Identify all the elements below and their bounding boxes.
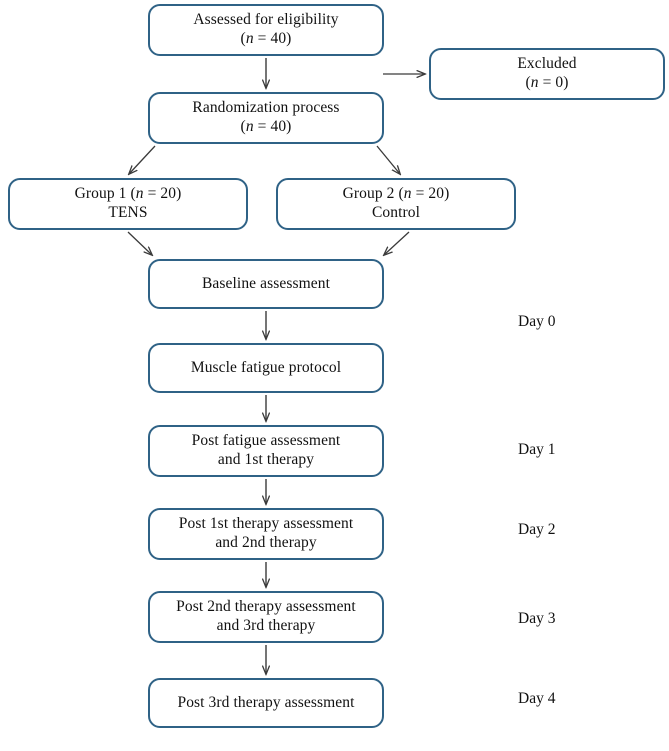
edge-group1-to-baseline <box>127 231 152 255</box>
node-group-1-tens[interactable]: Group 1 (n = 20) TENS <box>8 178 248 230</box>
node-line-1: Post fatigue assessment <box>191 432 341 450</box>
node-baseline-assessment[interactable]: Baseline assessment <box>148 259 384 309</box>
node-line-2: Control <box>371 204 421 221</box>
node-line-1: Group 1 (n = 20) <box>74 185 182 203</box>
node-line-2: and 2nd therapy <box>215 534 317 551</box>
node-line-2: and 3rd therapy <box>216 617 316 634</box>
node-line-2: (n = 40) <box>240 118 292 135</box>
day-label-2: Day 2 <box>518 521 556 538</box>
node-assessed-for-eligibility[interactable]: Assessed for eligibility (n = 40) <box>148 4 384 56</box>
node-line-1: Muscle fatigue protocol <box>190 358 342 376</box>
node-line-1: Assessed for eligibility <box>193 11 339 29</box>
edge-group2-to-baseline <box>384 231 410 255</box>
day-label-1: Day 1 <box>518 441 556 458</box>
day-label-0: Day 0 <box>518 313 556 330</box>
node-line-1: Post 2nd therapy assessment <box>176 598 356 616</box>
node-line-1: Post 1st therapy assessment <box>178 515 354 533</box>
edge-randomization-to-group2 <box>376 145 400 174</box>
node-line-2: (n = 0) <box>525 74 569 91</box>
node-line-1: Randomization process <box>192 99 340 117</box>
day-label-4: Day 4 <box>518 690 556 707</box>
node-excluded[interactable]: Excluded (n = 0) <box>429 48 665 100</box>
node-line-2: (n = 40) <box>240 30 292 47</box>
node-post-3rd-therapy-assessment[interactable]: Post 3rd therapy assessment <box>148 678 384 728</box>
node-line-1: Group 2 (n = 20) <box>342 185 450 203</box>
node-post-2nd-therapy-assessment[interactable]: Post 2nd therapy assessment and 3rd ther… <box>148 591 384 643</box>
node-line-1: Baseline assessment <box>201 274 331 292</box>
node-muscle-fatigue-protocol[interactable]: Muscle fatigue protocol <box>148 343 384 393</box>
node-randomization-process[interactable]: Randomization process (n = 40) <box>148 92 384 144</box>
node-line-2: and 1st therapy <box>217 451 315 468</box>
node-line-1: Post 3rd therapy assessment <box>177 693 355 711</box>
node-post-1st-therapy-assessment[interactable]: Post 1st therapy assessment and 2nd ther… <box>148 508 384 560</box>
node-line-2: TENS <box>108 204 148 221</box>
node-line-1: Excluded <box>517 55 577 73</box>
edge-randomization-to-group1 <box>129 145 156 174</box>
day-label-3: Day 3 <box>518 610 556 627</box>
node-group-2-control[interactable]: Group 2 (n = 20) Control <box>276 178 516 230</box>
node-post-fatigue-assessment[interactable]: Post fatigue assessment and 1st therapy <box>148 425 384 477</box>
